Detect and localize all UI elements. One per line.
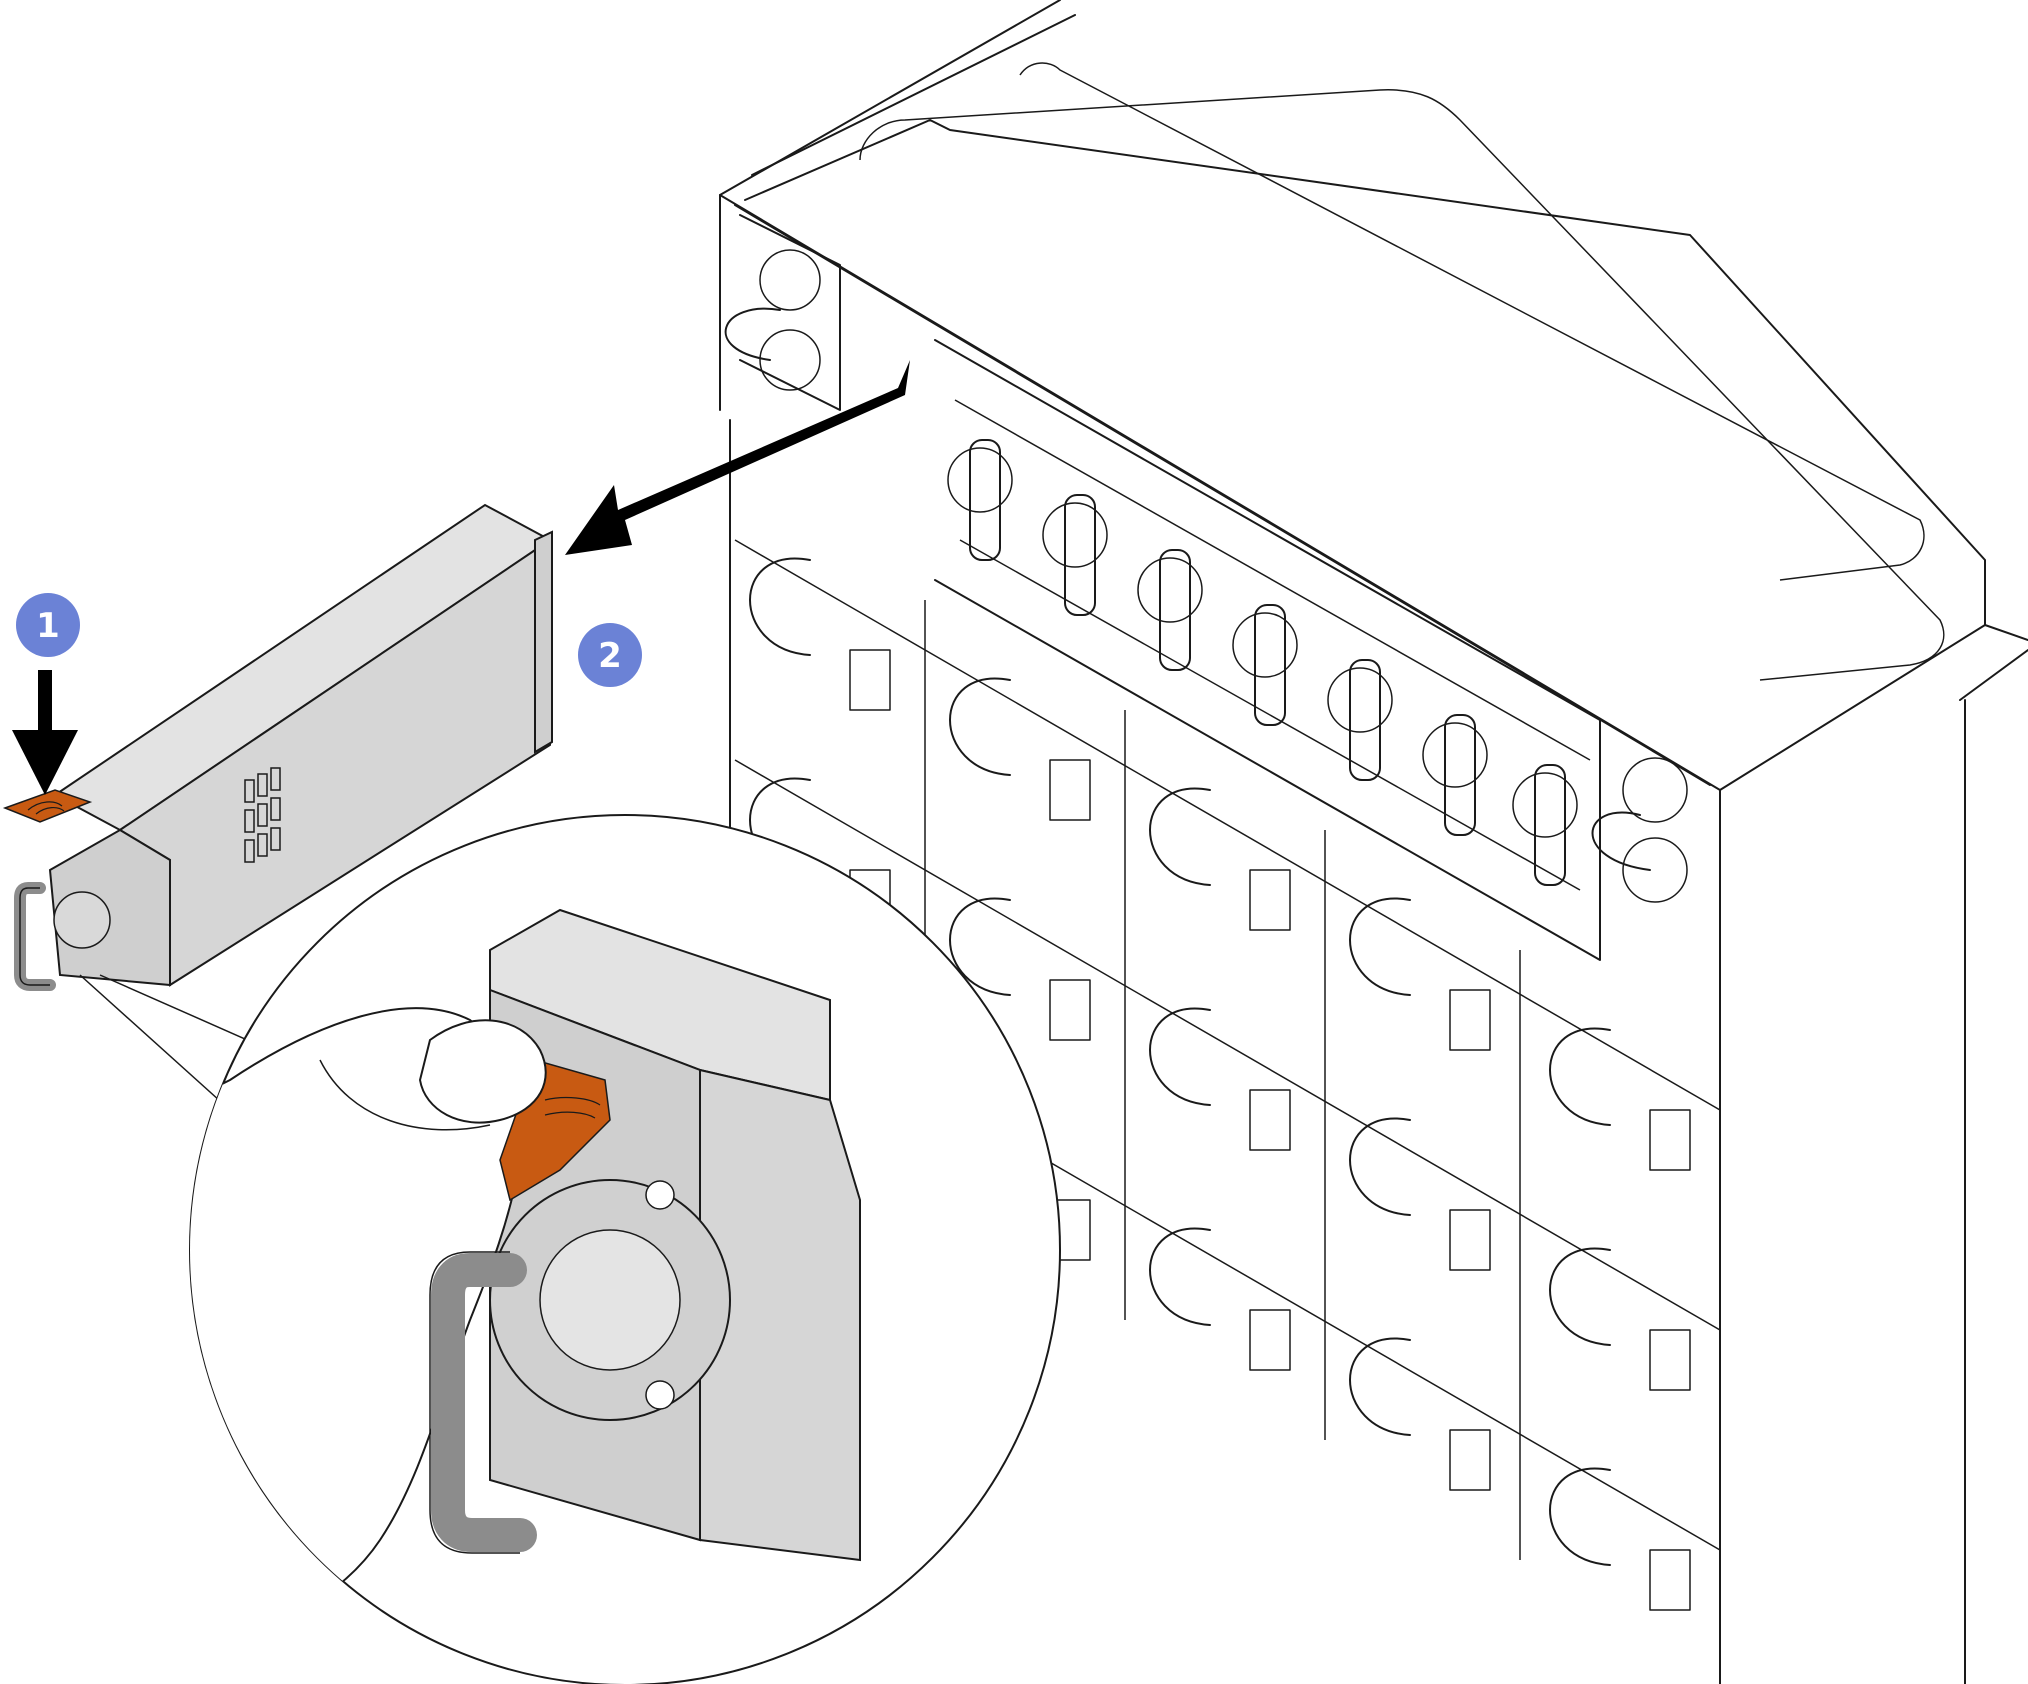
vent-slots: [244, 767, 281, 863]
step-badge-2-label: 2: [598, 636, 622, 676]
psu-handle: [14, 882, 56, 991]
psu-fan-icon: [53, 891, 111, 949]
screw-icon: [645, 1180, 675, 1210]
down-arrow-icon: [12, 670, 78, 795]
step-badge-2: 2: [578, 623, 642, 687]
step-badge-1: 1: [16, 593, 80, 657]
detail-psu-handle: [431, 1253, 537, 1552]
psu-bay-row: [724, 214, 1688, 961]
screw-icon: [645, 1380, 675, 1410]
release-latch: [2, 789, 93, 823]
server-chassis: [719, 0, 2028, 1684]
magnified-detail: [79, 814, 1061, 1684]
removal-arrow-icon: [565, 360, 910, 555]
step-badge-1-label: 1: [36, 606, 60, 646]
power-supply-unit: [2, 503, 553, 991]
